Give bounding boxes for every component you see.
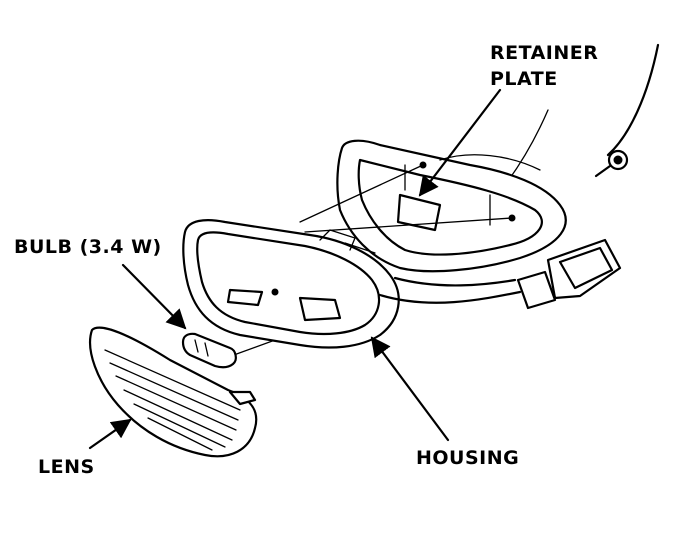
body-panel-outline xyxy=(606,43,660,157)
housing-arrow xyxy=(370,336,450,442)
retainer-plate-label-line1: RETAINER xyxy=(490,42,599,64)
lens-arrow xyxy=(88,418,132,450)
body-panel-line xyxy=(504,109,549,186)
lens-label: LENS xyxy=(38,456,95,478)
housing-icon xyxy=(182,219,400,349)
bulb-icon xyxy=(181,332,237,369)
bulb-label: BULB (3.4 W) xyxy=(14,236,162,258)
housing-label: HOUSING xyxy=(416,447,520,469)
bulb-arrow xyxy=(121,263,187,330)
wire-connector-icon xyxy=(378,238,622,310)
lens-icon xyxy=(88,326,258,458)
screw-icon xyxy=(594,149,629,178)
retainer-plate-arrow xyxy=(418,88,502,197)
retainer-plate-label-line2: PLATE xyxy=(490,68,558,90)
